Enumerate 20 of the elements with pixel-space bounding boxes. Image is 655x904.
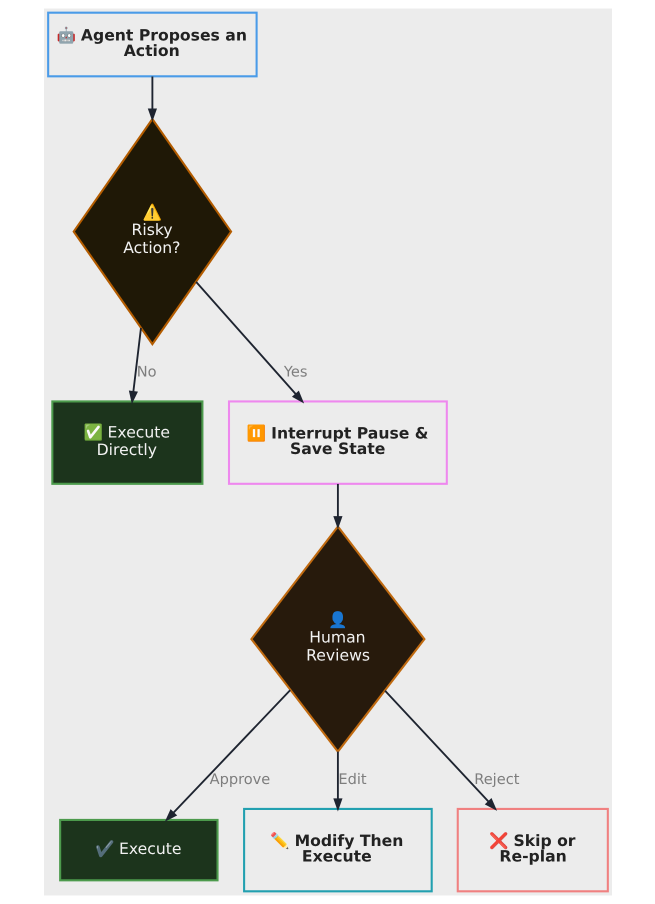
arrow xyxy=(384,690,497,811)
edge-label: Edit xyxy=(338,771,366,788)
node-box: 🤖 Agent Proposes an Action xyxy=(46,12,258,78)
edge-label: No xyxy=(136,364,156,381)
node-diamond: 👤 Human Reviews xyxy=(250,524,426,754)
node-box: ⏸ Interrupt Pause & Save State xyxy=(227,400,448,485)
edge-label: Yes xyxy=(283,364,307,381)
arrow xyxy=(147,76,156,122)
node-box: ❌ Skip or Re-plan xyxy=(456,808,608,892)
arrow xyxy=(164,690,290,822)
arrow xyxy=(332,752,342,812)
node-box: ✅ Execute Directly xyxy=(50,400,203,485)
edge-label: Approve xyxy=(209,771,270,788)
edge-label: Reject xyxy=(474,771,519,788)
node-diamond: ⚠ Risky Action? xyxy=(72,117,232,346)
node-box: ✏ Modify Then Execute xyxy=(242,808,432,892)
node-box: ✔ Execute xyxy=(58,818,218,882)
arrow xyxy=(332,484,342,530)
arrow xyxy=(128,328,142,404)
arrow xyxy=(194,281,304,404)
